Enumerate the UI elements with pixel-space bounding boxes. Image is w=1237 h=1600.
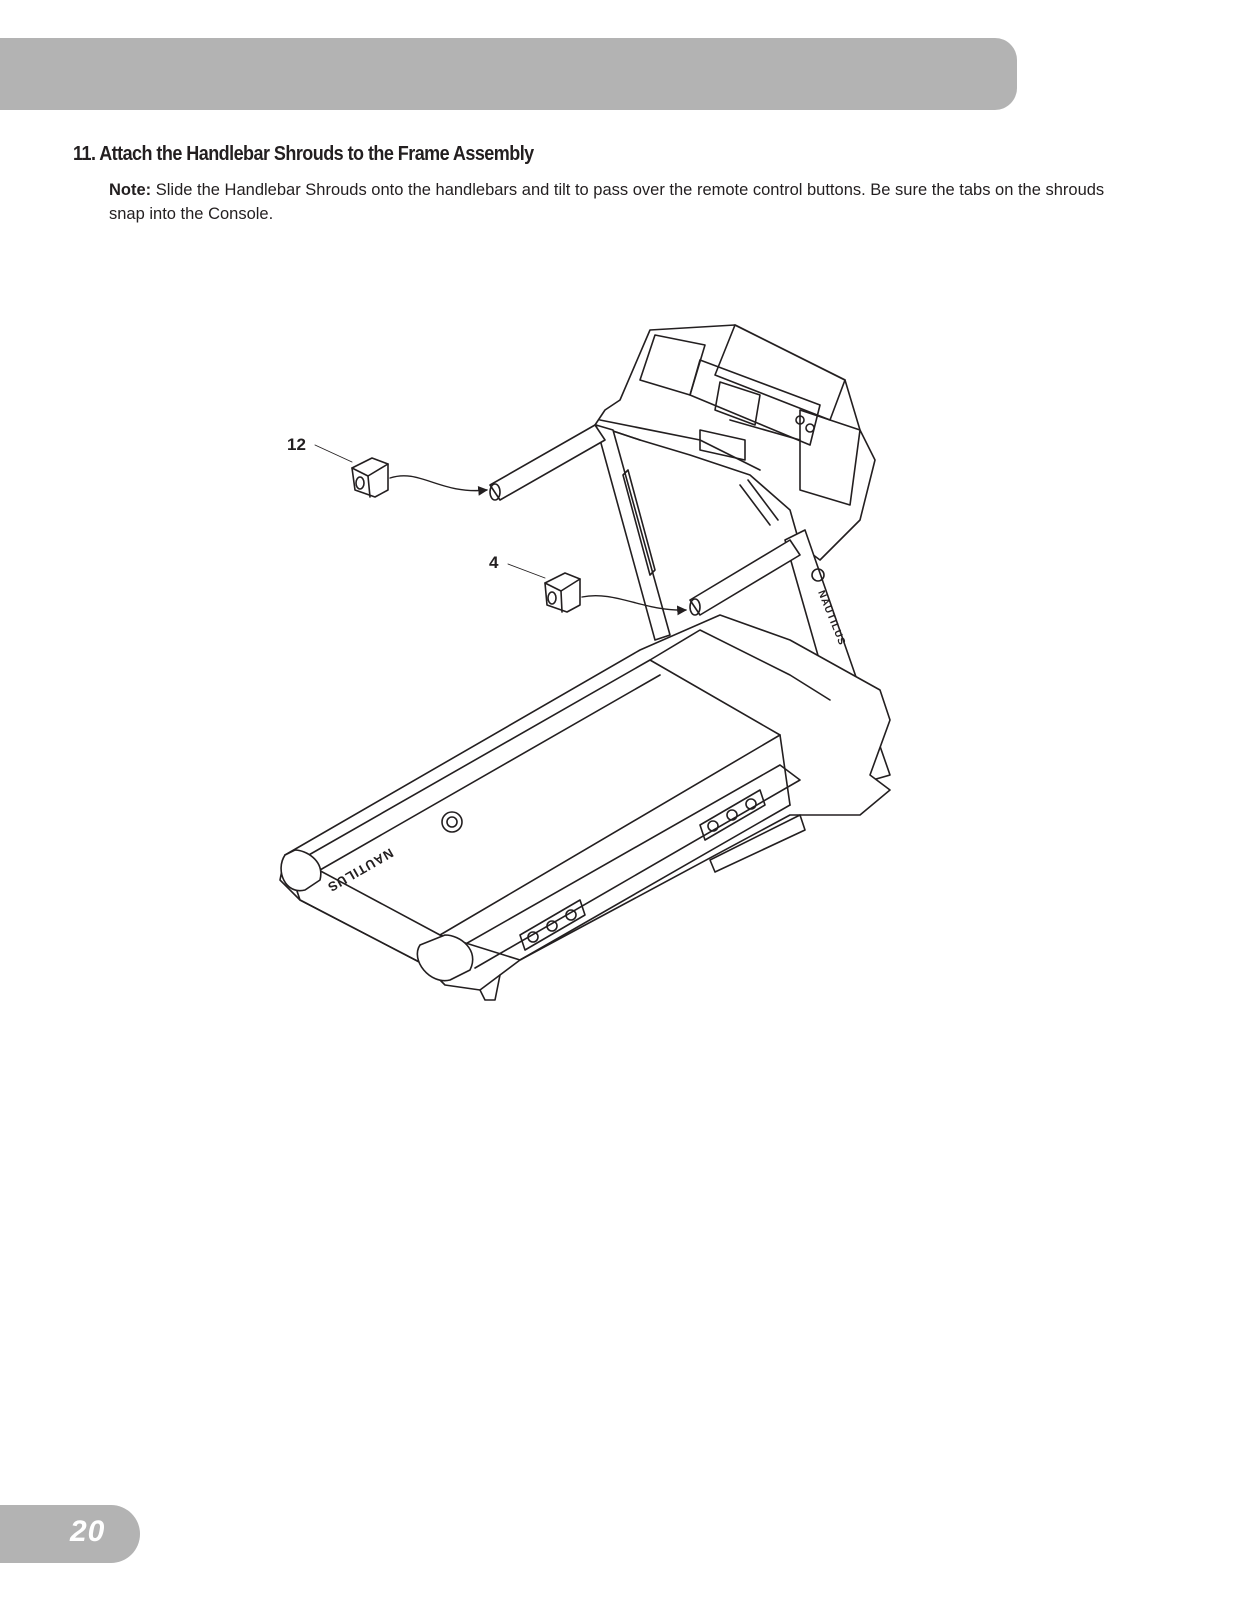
callout-12: 12 [287,435,306,454]
handlebar-shroud-4 [544,572,581,613]
step-title: 11. Attach the Handlebar Shrouds to the … [73,143,534,165]
treadmill-deck [279,568,891,1001]
step-note: Note: Slide the Handlebar Shrouds onto t… [109,178,1139,226]
leader-12 [314,444,353,463]
arrow-12 [389,475,488,496]
header-band [0,38,1017,110]
callout-4: 4 [489,553,499,572]
leader-4 [507,563,546,579]
page-number: 20 [70,1515,106,1548]
note-text: Slide the Handlebar Shrouds onto the han… [109,181,1105,223]
note-label: Note: [109,181,152,199]
page-number-tab: 20 [0,1505,140,1563]
handlebars [489,424,801,616]
handlebar-shroud-12 [351,457,389,498]
arrow-4 [581,595,687,616]
